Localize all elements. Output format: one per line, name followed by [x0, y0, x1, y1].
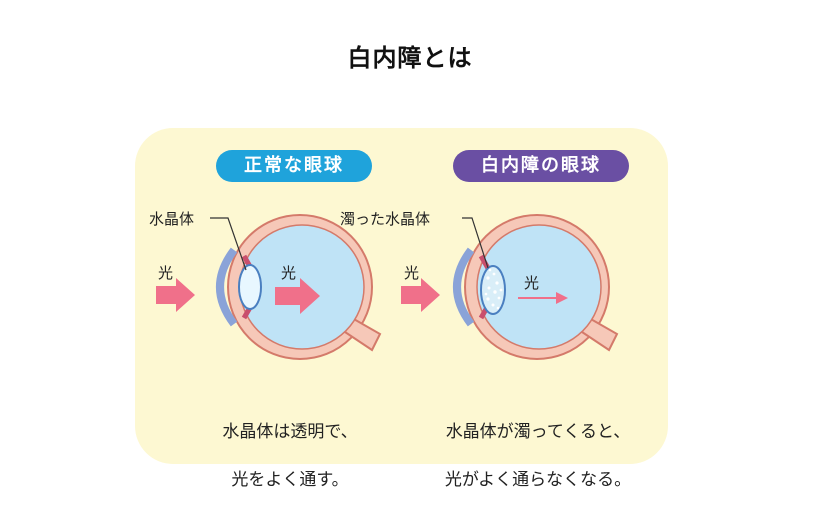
- normal-light-arrow-inside: [275, 278, 320, 314]
- normal-light-label-inside: 光: [281, 264, 297, 282]
- cataract-lens-leader: [462, 217, 489, 269]
- eye-diagrams: [156, 214, 619, 360]
- normal-light-arrow-outside: [156, 278, 195, 312]
- cataract-light-label-inside: 光: [524, 274, 540, 292]
- normal-lens-leader: [210, 217, 247, 271]
- cataract-eye-interior: [476, 224, 602, 350]
- cataract-caption-line2: 光がよく通らなくなる。: [444, 470, 632, 490]
- cataract-lens-label: 濁った水晶体: [340, 210, 431, 228]
- normal-cornea: [216, 247, 238, 327]
- normal-caption-line1: 水晶体は透明で、: [222, 422, 358, 442]
- normal-lens-label: 水晶体: [149, 210, 195, 228]
- normal-light-label-outside: 光: [158, 264, 174, 282]
- normal-eye-heading: 正常な眼球: [216, 150, 372, 182]
- cataract-caption-line1: 水晶体が濁ってくると、: [445, 422, 631, 442]
- cataract-caption: 水晶体が濁ってくると、 光がよく通らなくなる。: [418, 396, 658, 516]
- cataract-eye-heading: 白内障の眼球: [453, 150, 629, 182]
- cataract-light-arrow-outside: [401, 278, 440, 312]
- normal-caption-line2: 光をよく通す。: [231, 470, 349, 490]
- normal-caption: 水晶体は透明で、 光をよく通す。: [180, 396, 400, 516]
- page-title: 白内障とは: [347, 44, 473, 72]
- normal-eye: [156, 214, 382, 360]
- cataract-light-label-outside: 光: [404, 264, 420, 282]
- normal-lens: [238, 264, 262, 310]
- cataract-light-arrow-inside: [518, 292, 568, 304]
- cataract-cornea: [453, 247, 475, 327]
- cataract-eye: [401, 214, 619, 360]
- cataract-lens-clouding: [484, 268, 503, 310]
